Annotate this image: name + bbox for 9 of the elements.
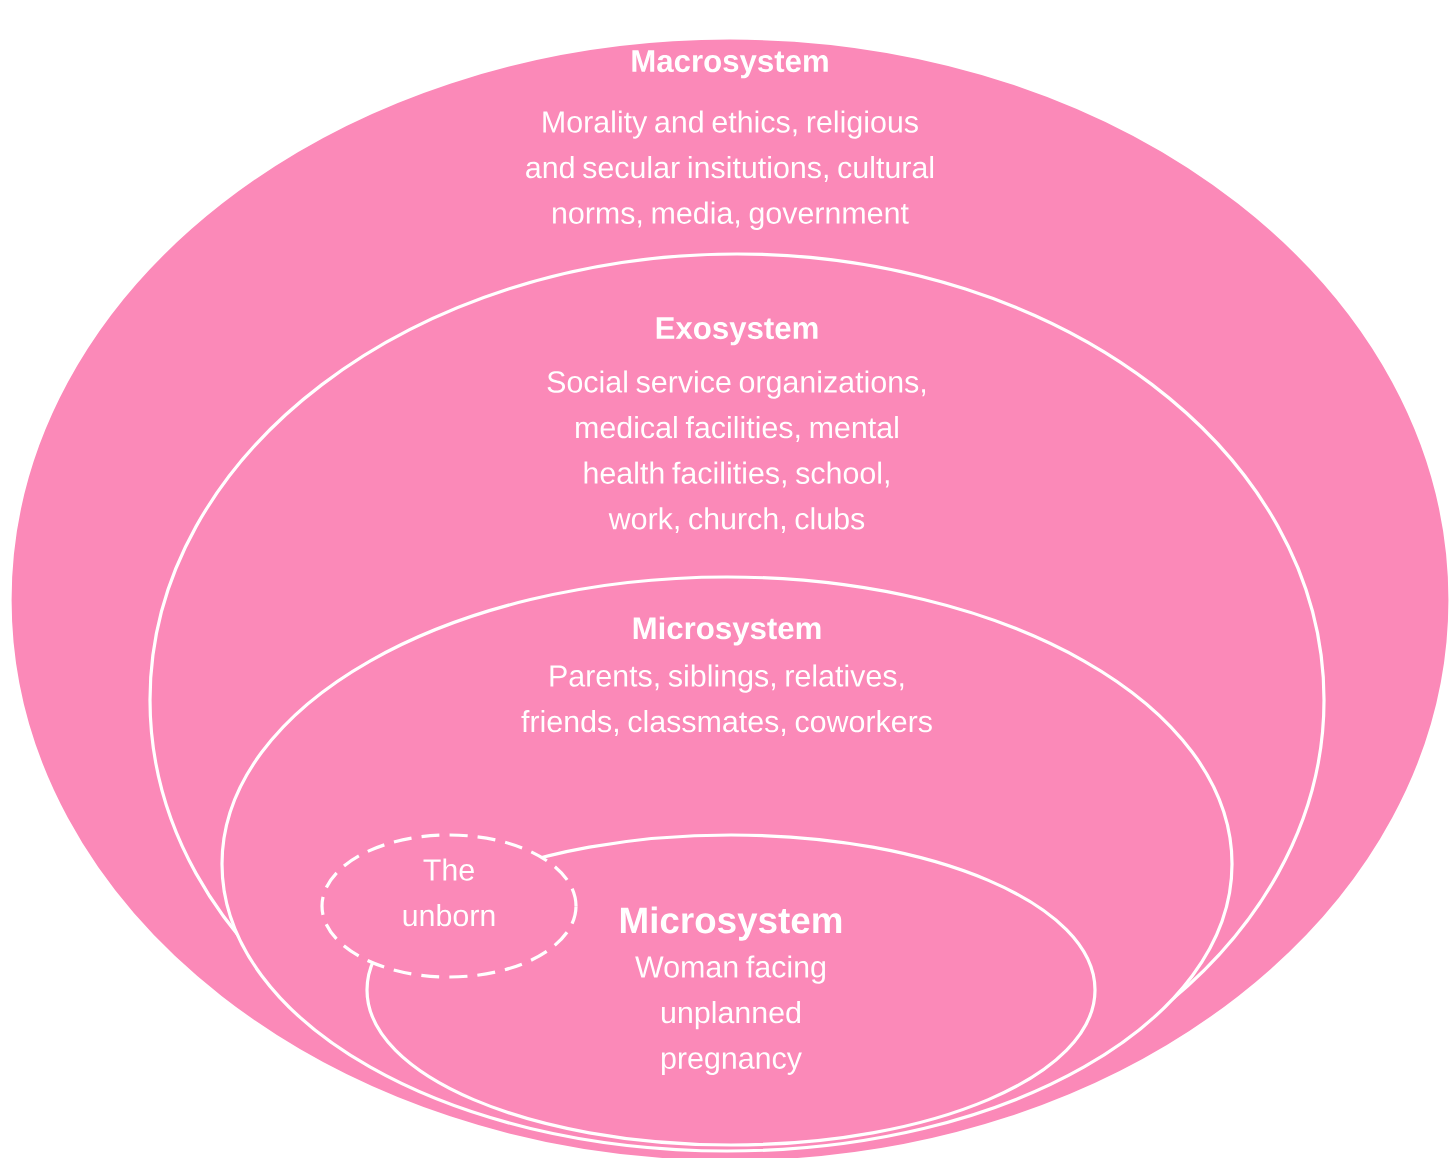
heading: Exosystem xyxy=(656,317,818,346)
description: Parents, siblings, relatives, friends, classmates, coworkers xyxy=(521,664,932,736)
description: Social service organizations, medical facilities, mental health facilities, school, work, church, clubs xyxy=(547,370,926,534)
description: The unborn xyxy=(403,858,495,927)
description: Woman facing unplanned pregnancy xyxy=(635,955,825,1075)
heading: Microsystem xyxy=(620,906,842,941)
heading: Macrosystem xyxy=(632,50,828,79)
description: Morality and ethics, religious and secular insitutions, cultural norms, media, government xyxy=(526,110,934,230)
heading: Microsystem xyxy=(633,616,821,646)
